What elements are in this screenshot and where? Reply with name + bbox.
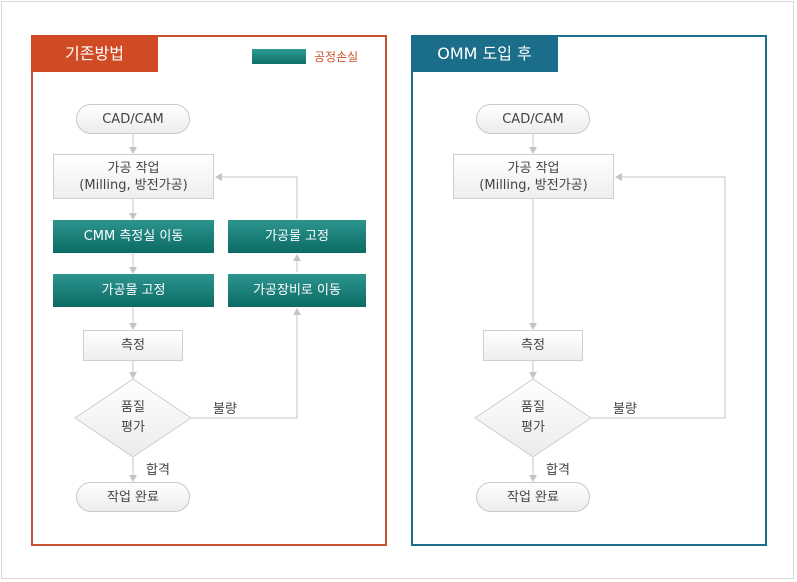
node-machining-right-label: 가공 작업 (Milling, 방전가공): [479, 160, 588, 193]
node-cad-cam-left: CAD/CAM: [76, 104, 190, 134]
node-move-cmm-room-label: CMM 측정실 이동: [83, 229, 184, 244]
node-cad-cam-left-label: CAD/CAM: [102, 111, 164, 127]
node-quality-left-text: 품질 평가: [121, 400, 145, 435]
node-machining-left: 가공 작업 (Milling, 방전가공): [53, 154, 214, 199]
node-fix-workpiece-2-label: 가공물 고정: [265, 229, 329, 244]
node-quality-right-label: 품질 평가: [495, 398, 571, 438]
diamond-quality-right: [474, 378, 592, 458]
edge-r-quality-fail-loop: [591, 173, 726, 419]
diamond-quality-left: [74, 378, 192, 458]
edge-label-pass-right: 합격: [546, 463, 570, 478]
node-fix-workpiece-1: 가공물 고정: [53, 274, 214, 307]
panel-title-existing: 기존방법: [31, 35, 158, 72]
node-measure-right: 측정: [483, 330, 583, 361]
node-done-left: 작업 완료: [76, 482, 190, 512]
node-move-to-machine: 가공장비로 이동: [228, 274, 366, 307]
edge-fix2-to-machining: [215, 173, 298, 219]
node-fix-workpiece-2: 가공물 고정: [228, 220, 366, 253]
node-move-cmm-room: CMM 측정실 이동: [53, 220, 214, 253]
node-cad-cam-right-label: CAD/CAM: [502, 111, 564, 127]
node-done-right-label: 작업 완료: [507, 489, 559, 505]
edge-label-fail-right: 불량: [613, 402, 637, 417]
edge-label-pass-left: 합격: [146, 463, 170, 478]
node-move-to-machine-label: 가공장비로 이동: [253, 283, 341, 298]
node-machining-left-label: 가공 작업 (Milling, 방전가공): [79, 160, 188, 193]
node-fix-workpiece-1-label: 가공물 고정: [101, 283, 166, 298]
edge-quality-fail-loop: [191, 308, 301, 419]
legend-label-process-loss: 공정손실: [314, 50, 359, 64]
legend-swatch-process-loss: [252, 49, 306, 64]
node-machining-right: 가공 작업 (Milling, 방전가공): [453, 154, 614, 199]
edge-label-fail-left: 불량: [213, 402, 237, 417]
node-done-right: 작업 완료: [476, 482, 590, 512]
node-cad-cam-right: CAD/CAM: [476, 104, 590, 134]
node-done-left-label: 작업 완료: [107, 489, 159, 505]
node-measure-left: 측정: [83, 330, 183, 361]
node-measure-left-label: 측정: [121, 338, 145, 353]
node-measure-right-label: 측정: [521, 338, 545, 353]
node-quality-right-text: 품질 평가: [521, 400, 545, 435]
panel-title-omm: OMM 도입 후: [411, 35, 558, 72]
node-quality-left-label: 품질 평가: [95, 398, 171, 438]
